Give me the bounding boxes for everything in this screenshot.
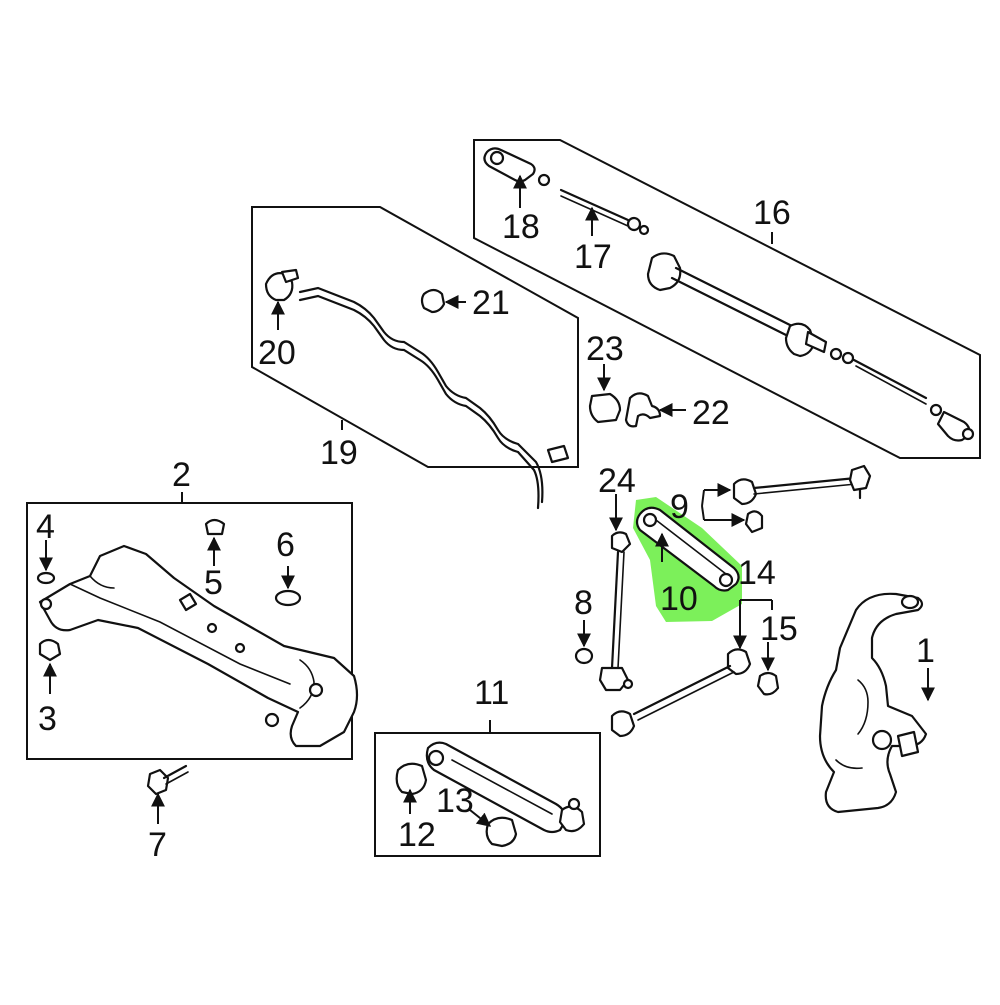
stabilizer-bar-edge [298, 294, 540, 510]
part-12-bushing [395, 762, 428, 796]
part-20-bushing-clamp [264, 268, 300, 302]
callout-14: 14 [738, 554, 776, 592]
callout-3: 3 [38, 700, 57, 738]
group-box-2 [26, 502, 353, 760]
part-6-plug [274, 589, 302, 607]
callout-19: 19 [320, 434, 358, 472]
callout-23: 23 [586, 330, 624, 368]
part-1-knuckle [818, 592, 928, 814]
bar-end-link [546, 444, 570, 464]
callout-6: 6 [276, 526, 295, 564]
callout-1: 1 [916, 632, 935, 670]
group-box-16 [473, 139, 981, 459]
group-box-11 [374, 732, 601, 857]
callout-18: 18 [502, 208, 540, 246]
part-19-stabilizer-bar [298, 286, 544, 504]
part-5-cap [204, 518, 226, 536]
callout-2: 2 [172, 456, 191, 494]
part-8-nut [574, 647, 594, 665]
part-11-lower-arm [425, 741, 586, 834]
leader-13 [469, 809, 492, 827]
leader-9-bracket-bottom [701, 505, 705, 521]
part-15-bushing [756, 671, 780, 696]
part-23-bushing [588, 392, 622, 424]
part-17-inner-tie-rod [559, 188, 650, 236]
part-16-steering-rack [646, 252, 975, 442]
callout-5: 5 [204, 564, 223, 602]
callout-11: 11 [474, 674, 509, 712]
callout-8: 8 [574, 584, 593, 622]
part-14-lateral-link [610, 648, 752, 738]
callout-7: 7 [148, 826, 167, 864]
callout-10: 10 [660, 580, 698, 618]
part-21-bushing [420, 288, 446, 314]
callout-4: 4 [36, 508, 55, 546]
part-3-bolt [38, 638, 62, 662]
part-18-tie-rod-end [483, 147, 551, 187]
callout-15: 15 [760, 610, 798, 648]
callout-16: 16 [753, 194, 791, 232]
callout-22: 22 [692, 394, 730, 432]
callout-13: 13 [436, 782, 474, 820]
part-7-bolt [146, 764, 189, 796]
part-4-nut [36, 571, 56, 585]
part-22-bracket [624, 392, 662, 428]
group-box-19 [251, 206, 579, 468]
callout-9: 9 [670, 488, 689, 526]
callout-24: 24 [598, 462, 636, 500]
callout-12: 12 [398, 816, 436, 854]
callout-21: 21 [472, 284, 510, 322]
part-9-link [732, 464, 872, 534]
part-13-bushing [485, 816, 518, 848]
part-2-crossmember [38, 544, 359, 748]
callout-17: 17 [574, 238, 612, 276]
callout-20: 20 [258, 334, 296, 372]
part-10-control-arm [635, 506, 740, 592]
part-24-stabilizer-link [598, 531, 634, 692]
leader-9-bracket-top [701, 489, 705, 507]
